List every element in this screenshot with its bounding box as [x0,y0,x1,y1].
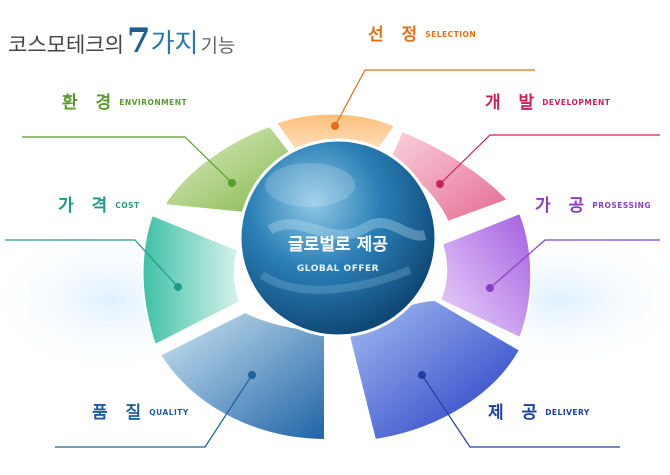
leader-line-quality [55,374,253,448]
title-suffix-small: 기능 [200,35,235,57]
marker-dot-quality [248,371,256,379]
marker-dot-delivery [418,371,426,379]
label-ko-cost: 가 격 [58,196,113,216]
title-prefix: 코스모테크의 [8,33,124,57]
globe-sphere [238,138,438,338]
leader-line-cost [5,239,179,288]
label-ko-delivery: 제 공 [488,403,543,423]
title-number: 7 [127,21,151,61]
globe-cloud-band [267,218,427,241]
segment-shape-processing [438,211,533,340]
label-en-processing: PROSESSING [592,201,651,210]
leader-line-development [439,134,660,185]
leader-line-delivery [421,374,620,448]
label-ko-selection: 선 정 [368,25,423,45]
title-suffix-big: 가지 [151,29,199,59]
leader-line-selection [334,69,535,127]
label-ko-quality: 품 질 [92,402,147,423]
label-ko-development: 개 발 [485,93,540,113]
label-ko-environment: 환 경 [62,93,117,113]
marker-dot-processing [486,284,494,292]
label-ko-processing: 가 공 [535,196,590,216]
marker-dot-selection [331,122,339,130]
marker-dot-environment [228,179,236,187]
globe: 글로벌로 제공 GLOBAL OFFER [238,138,438,338]
segment-shape-delivery [343,298,522,442]
marker-dot-cost [174,283,182,291]
label-en-selection: SELECTION [425,30,476,39]
center-label: 글로벌로 제공 [288,235,388,255]
label-en-delivery: DELIVERY [545,408,590,417]
label-en-development: DEVELOPMENT [542,98,611,107]
leader-line-processing [489,239,660,289]
marker-dot-development [436,180,444,188]
globe-cloud-band-lower [259,266,412,294]
globe-highlight [265,163,355,207]
label-en-quality: QUALITY [149,408,189,417]
leader-line-environment [22,136,233,184]
center-sublabel: GLOBAL OFFER [297,264,379,274]
label-en-environment: ENVIRONMENT [119,98,187,107]
label-en-cost: COST [115,201,140,210]
segment-shape-cost [141,213,242,347]
